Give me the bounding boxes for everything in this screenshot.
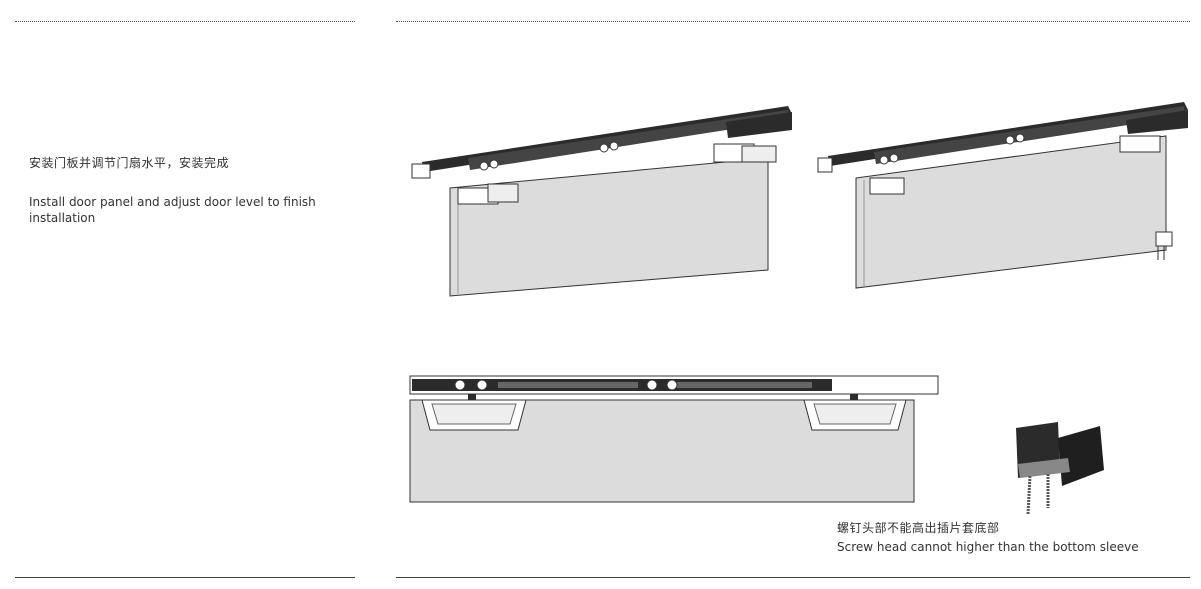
warning-en: Screw head cannot higher than the bottom…: [837, 540, 1139, 554]
instruction-zh: 安装门板并调节门扇水平，安装完成: [29, 156, 230, 170]
sliding-rail: [411, 106, 792, 179]
door-clamp-brackets: [457, 143, 777, 205]
door-install-illustration-1: [411, 106, 792, 297]
top-dotted-divider-right: [396, 21, 1190, 22]
warning-zh: 螺钉头部不能高出插片套底部: [837, 521, 1000, 535]
sliding-rail: [817, 102, 1188, 173]
door-clamps: [421, 394, 907, 431]
top-track: [409, 375, 939, 395]
track-front-view: [409, 375, 939, 503]
bottom-divider-right: [396, 577, 1190, 578]
door-clamp-brackets: [869, 135, 1161, 195]
clamp-sleeve-screw-illustration: [1016, 422, 1104, 515]
door-panel: [449, 157, 769, 297]
top-dotted-divider-left: [15, 21, 355, 22]
instruction-en: Install door panel and adjust door level…: [29, 195, 316, 225]
roller-carriages: [879, 133, 1025, 165]
door-install-illustration-2: [817, 102, 1188, 289]
floor-guide: [1155, 231, 1173, 260]
roller-carriages: [479, 141, 619, 171]
door-panel: [855, 135, 1167, 289]
bottom-divider-left: [15, 577, 355, 578]
